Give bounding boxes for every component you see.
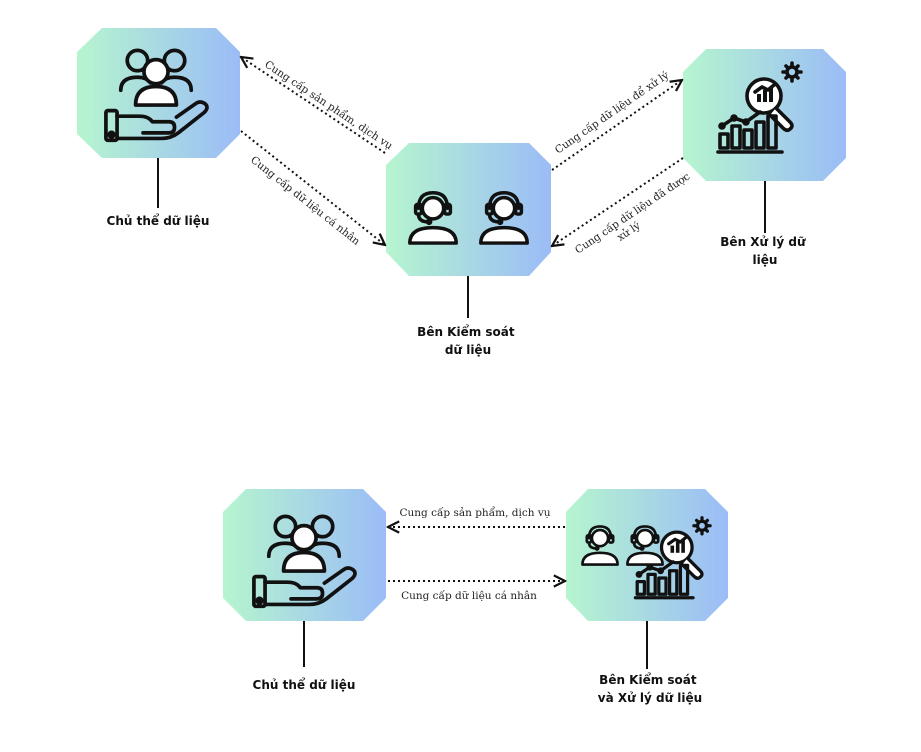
node-subject-2-label: Chủ thể dữ liệu: [253, 677, 356, 692]
diagram-2: Chủ thể dữ liệu Bên Kiểm soát và Xử lý d…: [223, 489, 728, 705]
edge-controller-to-processor: [551, 80, 682, 171]
edge-controller-to-processor-label: Cung cấp dữ liệu để xử lý: [552, 69, 671, 157]
node-processor-label: Bên Xử lý dữ liệu: [720, 235, 809, 267]
edge-controller-to-subject-label: Cung cấp sản phẩm, dịch vụ: [262, 58, 395, 153]
node-controller-label: Bên Kiểm soát dữ liệu: [417, 324, 519, 357]
edge-subject-to-cp-label: Cung cấp dữ liệu cá nhân: [401, 589, 537, 602]
node-controller-shape: [386, 143, 551, 276]
node-subject-2: Chủ thể dữ liệu: [223, 489, 386, 692]
edge-controller-to-subject: [241, 57, 386, 154]
edge-subject-to-controller-label: Cung cấp dữ liệu cá nhân: [248, 153, 363, 248]
node-controller-processor: Bên Kiểm soát và Xử lý dữ liệu: [566, 489, 728, 705]
node-controller: Bên Kiểm soát dữ liệu: [386, 143, 551, 357]
edge-subject-to-controller: [240, 130, 385, 245]
node-subject-label: Chủ thể dữ liệu: [107, 213, 210, 228]
edge-processor-to-controller: [552, 157, 684, 246]
edge-processor-to-controller-label: Cung cấp dữ liệu đã được xử lý: [572, 168, 702, 267]
node-subject: Chủ thể dữ liệu: [77, 28, 240, 228]
node-processor: Bên Xử lý dữ liệu: [683, 49, 846, 267]
node-controller-processor-label: Bên Kiểm soát và Xử lý dữ liệu: [598, 672, 702, 705]
diagram-1: Chủ thể dữ liệu Bên Kiểm soát dữ liệu Bê…: [77, 28, 846, 357]
edge-cp-to-subject-label: Cung cấp sản phẩm, dịch vụ: [399, 506, 550, 519]
node-processor-shape: [683, 49, 846, 181]
